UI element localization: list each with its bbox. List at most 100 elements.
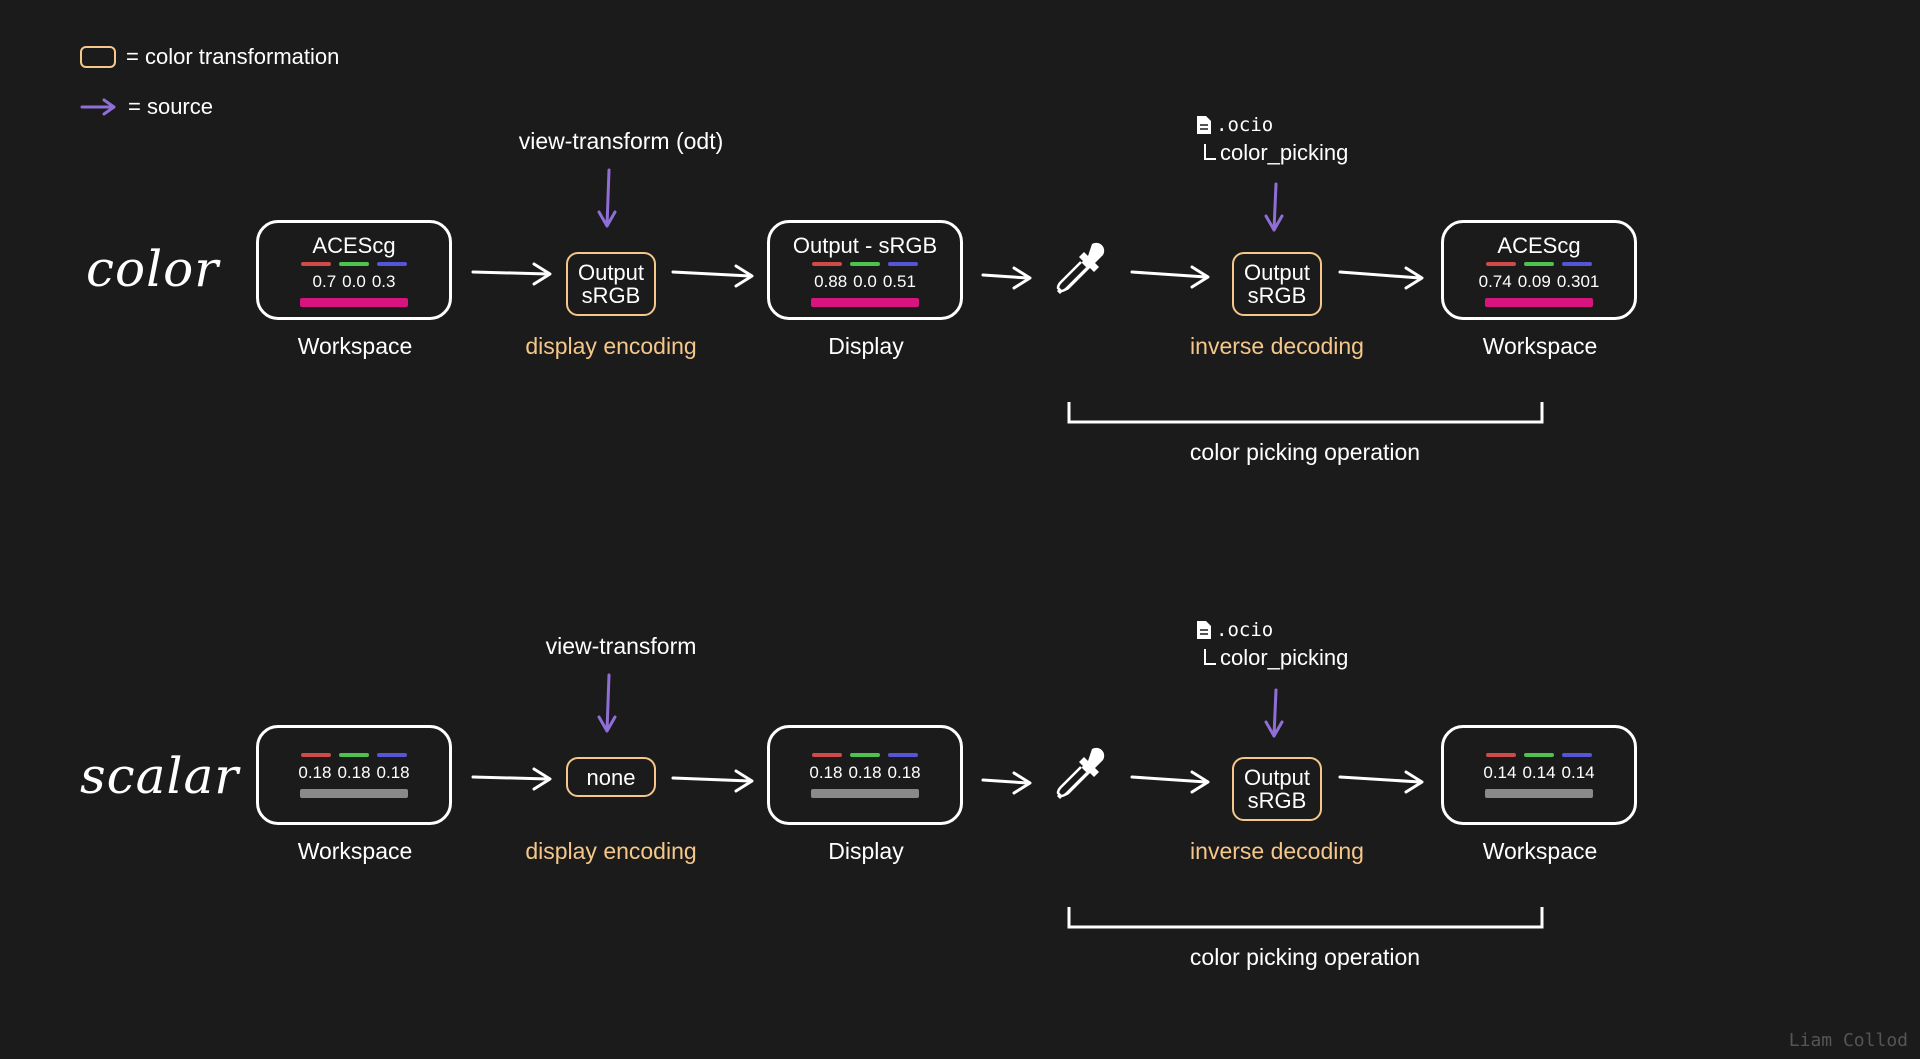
transform-line: Output <box>1243 260 1311 285</box>
value-b: 0.51 <box>882 271 916 291</box>
rgb-ticks <box>1486 261 1592 266</box>
value-g: 0.18 <box>848 762 882 782</box>
value-r: 0.18 <box>809 762 843 782</box>
source-arrow-view-transform-scalar <box>597 673 617 733</box>
rgb-values: 0.14 0.14 0.14 <box>1483 763 1594 783</box>
color-swatch <box>811 297 919 307</box>
ocio-file-name: .ocio <box>1216 114 1274 136</box>
workspace-output-caption: Workspace <box>1482 838 1598 864</box>
node-title: Output - sRGB <box>792 232 938 258</box>
inverse-caption: inverse decoding <box>1190 838 1364 864</box>
value-r: 0.7 <box>312 271 337 291</box>
ocio-config: .ocio color_picking <box>1196 114 1348 166</box>
workspace-node: ACEScg 0.7 0.0 0.3 <box>256 220 452 320</box>
row-scalar-arrows <box>471 767 1424 795</box>
watermark: Liam Collod <box>1788 1030 1908 1051</box>
file-icon <box>1197 116 1211 134</box>
transform-line: Output <box>1243 765 1311 790</box>
row-label-color: color <box>86 240 220 298</box>
source-arrow-color-picking-scalar <box>1264 688 1284 738</box>
rgb-ticks <box>301 752 407 757</box>
source-arrow-view-transform <box>597 168 617 228</box>
legend-source: = source <box>80 94 213 120</box>
transform-line: sRGB <box>1247 788 1307 813</box>
rgb-ticks <box>812 261 918 266</box>
display-caption: Display <box>828 838 904 864</box>
rgb-values: 0.18 0.18 0.18 <box>298 763 409 783</box>
value-r: 0.88 <box>814 271 848 291</box>
transform-caption: display encoding <box>525 333 697 359</box>
value-g: 0.0 <box>342 271 366 291</box>
legend-transformation-label: = color transformation <box>126 44 340 69</box>
rgb-values: 0.88 0.0 0.51 <box>814 272 916 292</box>
row-color-arrows <box>471 262 1424 290</box>
transform-line: sRGB <box>581 283 641 308</box>
eyedropper-icon <box>1055 746 1106 801</box>
workspace-caption: Workspace <box>297 333 413 359</box>
rgb-values: 0.74 0.09 0.301 <box>1479 272 1600 292</box>
value-g: 0.0 <box>853 271 877 291</box>
transform-node: none <box>566 757 656 797</box>
value-r: 0.14 <box>1483 762 1517 782</box>
bracket-color-picking-scalar <box>1067 907 1544 929</box>
grey-swatch <box>300 788 408 798</box>
transform-line: sRGB <box>1247 283 1307 308</box>
inverse-caption: inverse decoding <box>1190 333 1364 359</box>
transform-line: Output <box>577 260 645 285</box>
inverse-transform-node: Output sRGB <box>1232 757 1322 821</box>
node-title: ACEScg <box>1497 232 1581 258</box>
value-b: 0.18 <box>376 762 410 782</box>
legend-source-label: = source <box>128 94 213 119</box>
node-title: ACEScg <box>312 232 396 258</box>
value-g: 0.14 <box>1522 762 1556 782</box>
source-arrow-color-picking <box>1264 182 1284 232</box>
value-b: 0.18 <box>887 762 921 782</box>
transformation-swatch <box>80 46 116 68</box>
value-g: 0.09 <box>1517 271 1551 291</box>
rgb-values: 0.18 0.18 0.18 <box>809 763 920 783</box>
rgb-ticks <box>812 752 918 757</box>
ocio-child-name: color_picking <box>1220 140 1349 165</box>
ocio-config: .ocio color_picking <box>1196 619 1348 671</box>
grey-swatch <box>811 788 919 798</box>
value-b: 0.301 <box>1556 271 1600 291</box>
bracket-label: color picking operation <box>1189 944 1421 970</box>
bracket-label: color picking operation <box>1189 439 1421 465</box>
ocio-child: color_picking <box>1204 645 1348 671</box>
workspace-output-node: 0.14 0.14 0.14 <box>1441 725 1637 825</box>
inverse-transform-node: Output sRGB <box>1232 252 1322 316</box>
ocio-file: .ocio <box>1196 619 1348 641</box>
workspace-output-caption: Workspace <box>1482 333 1598 359</box>
rgb-values: 0.7 0.0 0.3 <box>313 272 396 292</box>
file-icon <box>1197 621 1211 639</box>
workspace-caption: Workspace <box>297 838 413 864</box>
transform-caption: display encoding <box>525 838 697 864</box>
color-swatch <box>300 297 408 307</box>
rgb-ticks <box>301 261 407 266</box>
display-caption: Display <box>828 333 904 359</box>
value-b: 0.3 <box>371 271 396 291</box>
grey-swatch <box>1485 788 1593 798</box>
display-node: Output - sRGB 0.88 0.0 0.51 <box>767 220 963 320</box>
ocio-child-name: color_picking <box>1220 645 1349 670</box>
value-r: 0.74 <box>1478 271 1512 291</box>
value-g: 0.18 <box>337 762 371 782</box>
transform-node: Output sRGB <box>566 252 656 316</box>
color-swatch <box>1485 297 1593 307</box>
ocio-file: .ocio <box>1196 114 1348 136</box>
source-label: view-transform <box>545 633 697 659</box>
ocio-file-name: .ocio <box>1216 619 1274 641</box>
rgb-ticks <box>1486 752 1592 757</box>
arrow-icon <box>80 98 116 116</box>
bracket-color-picking <box>1067 402 1544 424</box>
legend-transformation: = color transformation <box>80 44 339 70</box>
value-r: 0.18 <box>298 762 332 782</box>
workspace-output-node: ACEScg 0.74 0.09 0.301 <box>1441 220 1637 320</box>
source-label: view-transform (odt) <box>518 128 724 154</box>
value-b: 0.14 <box>1561 762 1595 782</box>
ocio-child: color_picking <box>1204 140 1348 166</box>
transform-line: none <box>586 764 636 790</box>
row-label-scalar: scalar <box>80 747 240 805</box>
workspace-node: 0.18 0.18 0.18 <box>256 725 452 825</box>
